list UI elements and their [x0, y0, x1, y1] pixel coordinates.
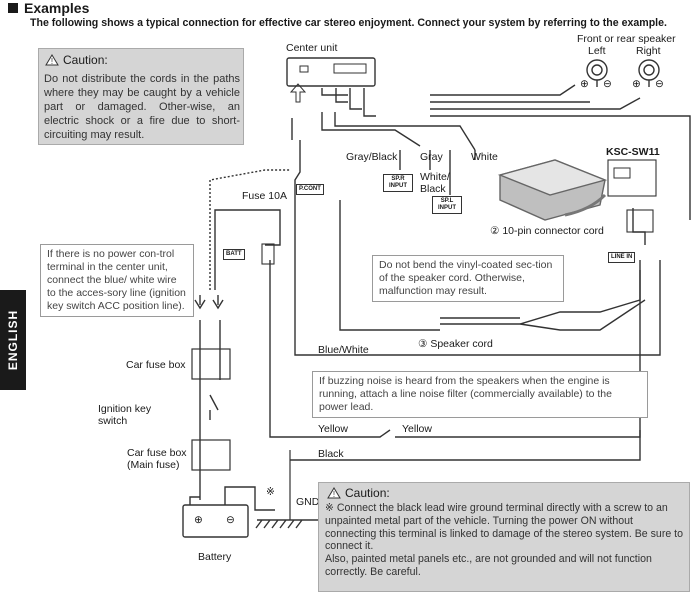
- caution-box-top: ! Caution: Do not distribute the cords in…: [38, 48, 244, 145]
- ksc-label: KSC-SW11: [606, 146, 660, 158]
- asterisk-mark: ※: [266, 486, 275, 498]
- gray-black-label: Gray/Black: [346, 151, 398, 163]
- batt-tag: BATT: [223, 249, 245, 260]
- speaker-heading: Front or rear speaker: [577, 33, 676, 45]
- section-header: Examples: [8, 0, 89, 16]
- line-in-tag: LINE IN: [608, 252, 636, 263]
- minus-icon: ⊖: [226, 514, 235, 526]
- caution-body: ※ Connect the black lead wire ground ter…: [325, 502, 685, 579]
- curved-arrow-icon: [564, 193, 607, 217]
- spr-input-tag: SP.R INPUT: [383, 174, 413, 192]
- yellow-label-2: Yellow: [402, 423, 432, 435]
- white-black-label: White/ Black: [420, 171, 450, 195]
- center-unit-label: Center unit: [286, 42, 338, 54]
- ignition-switch-label: Ignition key switch: [98, 403, 152, 427]
- asterisk-mark: ※: [325, 502, 334, 514]
- plus-icon: ⊕: [194, 514, 203, 526]
- speaker-right-label: Right: [636, 45, 661, 57]
- caution-title: ! Caution:: [45, 53, 108, 67]
- gray-label: Gray: [420, 151, 443, 163]
- connector-cord-label: ② 10-pin connector cord: [490, 225, 604, 237]
- plus-icon: ⊕: [632, 78, 641, 90]
- caution-title-text: Caution:: [345, 486, 390, 500]
- section-subtitle: The following shows a typical connection…: [30, 17, 667, 29]
- caution-body-1: Connect the black lead wire ground termi…: [325, 502, 684, 553]
- spl-input-tag: SP.L INPUT: [432, 196, 462, 214]
- yellow-label-1: Yellow: [318, 423, 348, 435]
- caution-box-bottom: ! Caution: ※ Connect the black lead wire …: [318, 482, 690, 592]
- speaker-cord-label: ③ Speaker cord: [418, 338, 493, 350]
- buzzing-note: If buzzing noise is heard from the speak…: [312, 371, 648, 418]
- svg-text:!: !: [333, 490, 335, 499]
- caution-title: ! Caution:: [327, 486, 390, 500]
- center-unit-box: [286, 57, 376, 87]
- black-label: Black: [318, 448, 344, 460]
- square-bullet-icon: [8, 3, 18, 13]
- caution-body: Do not distribute the cords in the paths…: [44, 73, 240, 141]
- white-label: White: [471, 151, 498, 163]
- section-title: Examples: [24, 0, 90, 16]
- caution-title-text: Caution:: [63, 53, 108, 67]
- warning-icon: !: [327, 487, 341, 499]
- warning-icon: !: [45, 54, 59, 66]
- plus-icon: ⊕: [580, 78, 589, 90]
- blue-white-label: Blue/White: [318, 344, 369, 356]
- car-fuse-box-label: Car fuse box: [126, 359, 186, 371]
- battery-label: Battery: [198, 551, 232, 563]
- caution-body-2: Also, painted metal panels etc., are not…: [325, 553, 652, 578]
- svg-text:!: !: [51, 57, 53, 66]
- speaker-left-label: Left: [588, 45, 606, 57]
- main-fuse-label: Car fuse box (Main fuse): [127, 447, 187, 471]
- fuse-label: Fuse 10A: [242, 190, 287, 202]
- gnd-label: GND: [296, 496, 320, 508]
- pcont-tag: P.CONT: [296, 184, 324, 195]
- vinyl-note: Do not bend the vinyl-coated sec-tion of…: [372, 255, 564, 302]
- language-tab: ENGLISH: [0, 290, 26, 390]
- minus-icon: ⊖: [655, 78, 664, 90]
- minus-icon: ⊖: [603, 78, 612, 90]
- power-control-note: If there is no power con-trol terminal i…: [40, 244, 194, 317]
